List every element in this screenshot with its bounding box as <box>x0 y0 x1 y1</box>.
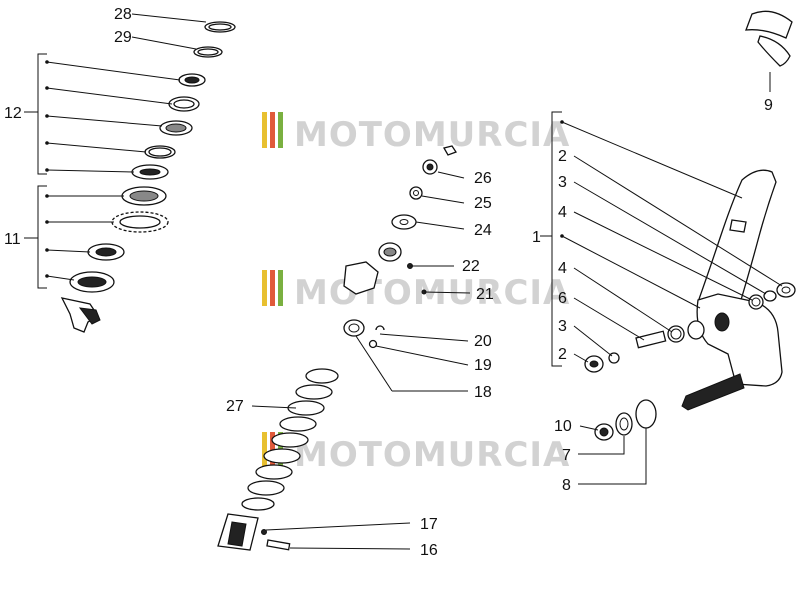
steering-bearing-stack <box>60 21 236 333</box>
center-small-parts <box>343 145 457 349</box>
callout-29: 29 <box>114 29 132 46</box>
callout-16: 16 <box>420 542 438 559</box>
watermark-text: MOTOMURCIA <box>294 115 570 155</box>
callout-25: 25 <box>474 195 492 212</box>
callout-18: 18 <box>474 384 492 401</box>
callout-11: 11 <box>4 231 21 248</box>
callout-3-lower: 3 <box>558 318 567 335</box>
callout-8: 8 <box>562 477 571 494</box>
callout-20: 20 <box>474 333 492 350</box>
callout-6: 6 <box>558 290 567 307</box>
callout-22: 22 <box>462 258 480 275</box>
bracket-11 <box>24 185 124 289</box>
callout-10: 10 <box>554 418 572 435</box>
watermark-bottom: MOTOMURCIA <box>262 432 570 475</box>
watermark-text: MOTOMURCIA <box>294 273 570 313</box>
callout-26: 26 <box>474 170 492 187</box>
callout-9: 9 <box>764 97 773 114</box>
swing-arm-assembly <box>584 10 796 441</box>
bracket-1 <box>540 111 743 367</box>
callout-7: 7 <box>562 447 571 464</box>
suspension-spring <box>217 368 339 551</box>
watermark-top: MOTOMURCIA <box>262 112 570 155</box>
watermark-text: MOTOMURCIA <box>294 435 570 475</box>
callout-17: 17 <box>420 516 438 533</box>
callout-27: 27 <box>226 398 244 415</box>
watermark-middle: MOTOMURCIA <box>262 270 570 313</box>
callout-4-lower: 4 <box>558 260 567 277</box>
callout-2-lower: 2 <box>558 346 567 363</box>
bracket-12 <box>24 53 181 175</box>
callout-1: 1 <box>532 229 541 246</box>
callout-28: 28 <box>114 6 132 23</box>
callout-4-top: 4 <box>558 204 567 221</box>
callout-2-top: 2 <box>558 148 567 165</box>
callout-19: 19 <box>474 357 492 374</box>
callout-24: 24 <box>474 222 492 239</box>
callout-3-top: 3 <box>558 174 567 191</box>
callout-12: 12 <box>4 105 22 122</box>
callout-21: 21 <box>476 286 494 303</box>
